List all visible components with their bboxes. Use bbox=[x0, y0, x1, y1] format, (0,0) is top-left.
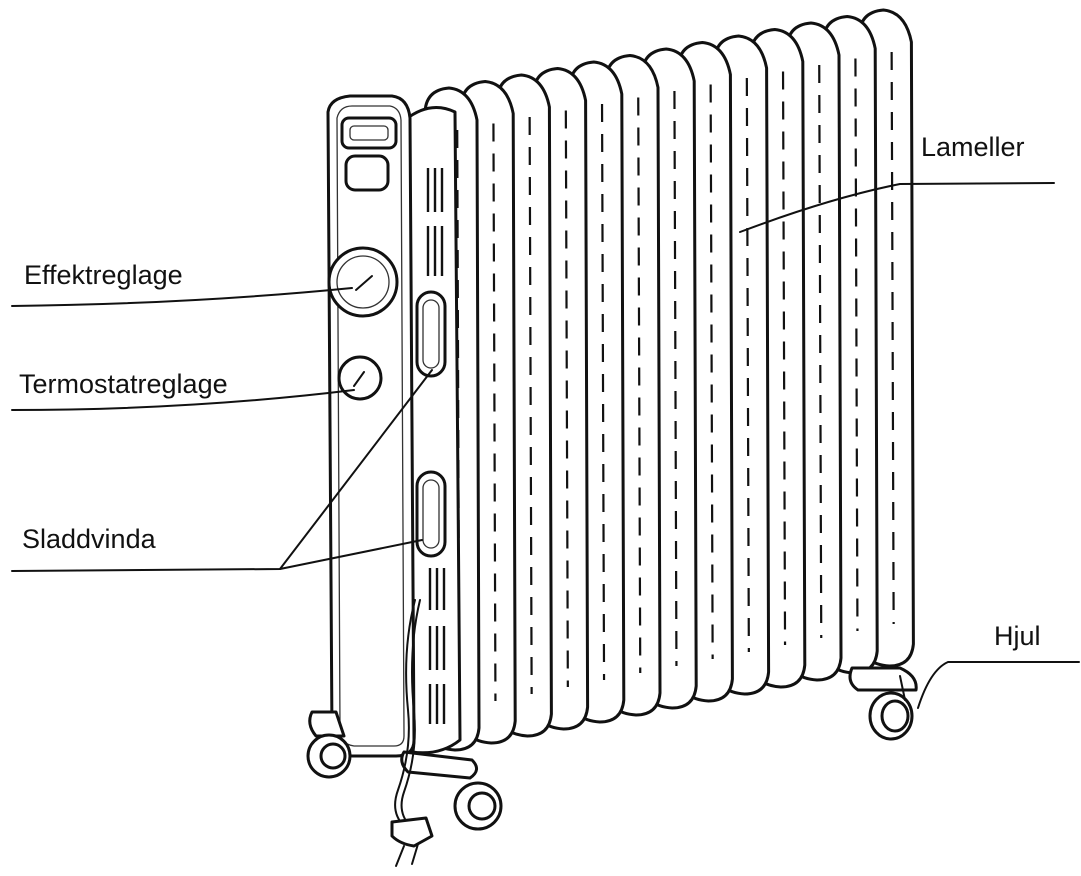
cord-wrap-upper bbox=[415, 290, 447, 378]
fin-seam bbox=[781, 71, 787, 646]
label-termostatreglage: Termostatreglage bbox=[19, 369, 228, 399]
label-lameller: Lameller bbox=[921, 132, 1025, 162]
fin-seam bbox=[709, 84, 714, 660]
label-sladdvinda: Sladdvinda bbox=[22, 524, 157, 554]
cord-wrap-lower bbox=[415, 470, 447, 558]
fin-seam bbox=[564, 110, 569, 688]
fin-seam bbox=[854, 58, 859, 632]
label-hjul: Hjul bbox=[994, 621, 1041, 651]
fin-seam bbox=[492, 123, 497, 702]
leader-lines bbox=[11, 182, 1080, 709]
power-cord bbox=[390, 599, 434, 867]
side-vents bbox=[426, 168, 446, 724]
fin-seam bbox=[673, 90, 678, 667]
radiator-fins bbox=[423, 8, 915, 752]
fin-seam bbox=[890, 51, 895, 625]
fin-seam bbox=[528, 116, 533, 695]
fin-seam bbox=[818, 64, 823, 639]
fin-seam bbox=[600, 103, 606, 681]
thermostat-knob bbox=[337, 355, 383, 401]
control-panel bbox=[326, 94, 462, 758]
fin-seam bbox=[637, 97, 642, 674]
power-dial bbox=[327, 246, 399, 318]
fin-seam bbox=[745, 77, 750, 653]
label-effektreglage: Effektreglage bbox=[24, 260, 183, 290]
right-foot bbox=[848, 666, 918, 741]
left-feet bbox=[306, 710, 503, 831]
